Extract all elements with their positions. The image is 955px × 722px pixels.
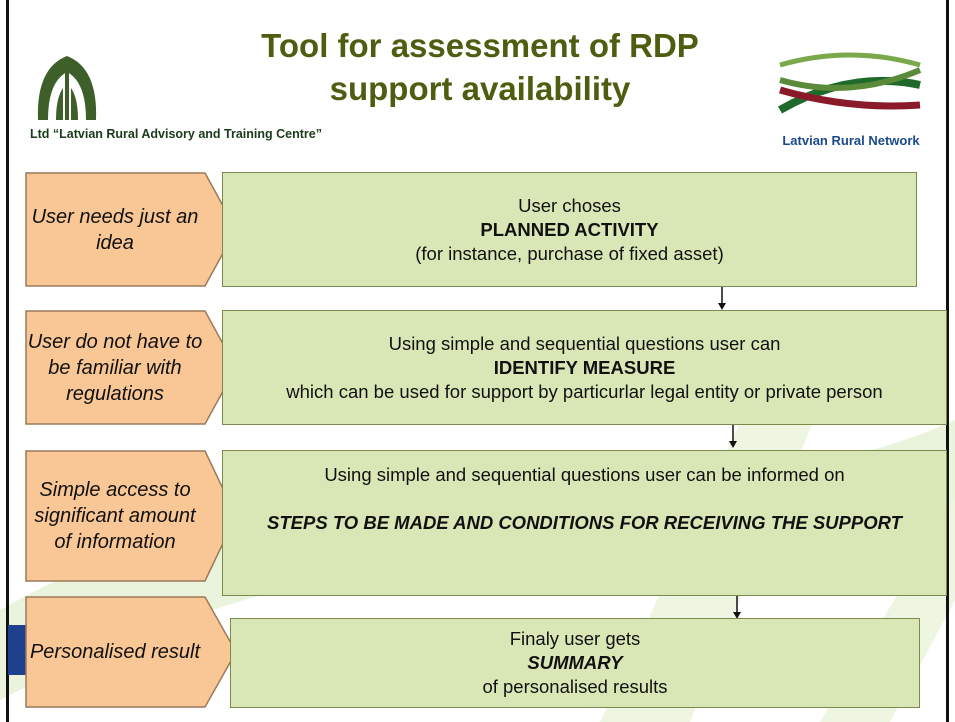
page-title: Tool for assessment of RDP support avail… <box>230 24 730 110</box>
arrow-label: Personalised result <box>29 641 201 663</box>
latvian-rural-network-caption: Latvian Rural Network <box>782 133 920 148</box>
arrow-label: Simple access to significant amount of i… <box>34 479 196 553</box>
arrow-shape <box>25 172 237 287</box>
arrow-label: User do not have to be familiar with reg… <box>27 330 203 405</box>
step-line: Finaly user gets <box>509 628 641 649</box>
advisory-centre-caption: Ltd “Latvian Rural Advisory and Training… <box>30 127 322 141</box>
step-box-steps-conditions: Using simple and sequential questions us… <box>222 450 947 596</box>
step-heading: STEPS TO BE MADE AND CONDITIONS FOR RECE… <box>267 512 902 533</box>
slide-border-right <box>946 0 949 722</box>
step-line: of personalised results <box>482 676 668 697</box>
step-box-summary: Finaly user gets SUMMARY of personalised… <box>230 618 920 708</box>
arrow-familiar-regulations: User do not have to be familiar with reg… <box>25 310 237 425</box>
title-line-1: Tool for assessment of RDP <box>261 27 699 64</box>
title-line-2: support availability <box>329 70 631 107</box>
step-heading: PLANNED ACTIVITY <box>480 218 659 240</box>
arrow-user-needs-idea: User needs just an idea <box>25 172 237 287</box>
step-line: User choses <box>518 194 621 216</box>
step-heading: IDENTIFY MEASURE <box>493 356 676 378</box>
slide-border-left <box>6 0 9 722</box>
arrow-personalised-result: Personalised result <box>25 596 237 708</box>
connector-arrow-1 <box>718 287 726 310</box>
step-line: Using simple and sequential questions us… <box>388 332 781 354</box>
blue-accent-strip <box>8 625 30 675</box>
connector-arrow-2 <box>729 425 737 448</box>
arrow-shape <box>25 596 237 708</box>
arrow-shape <box>25 310 237 425</box>
latvian-rural-network-logo-icon <box>778 52 922 114</box>
step-line: Using simple and sequential questions us… <box>324 464 845 485</box>
step-box-planned-activity: User choses PLANNED ACTIVITY (for instan… <box>222 172 917 287</box>
arrow-simple-access: Simple access to significant amount of i… <box>25 450 237 582</box>
advisory-centre-logo-icon <box>37 56 97 120</box>
step-line: which can be used for support by particu… <box>286 380 883 402</box>
arrow-shape <box>25 450 237 582</box>
step-line: (for instance, purchase of fixed asset) <box>415 242 724 264</box>
step-heading: SUMMARY <box>527 652 623 673</box>
step-box-identify-measure: Using simple and sequential questions us… <box>222 310 947 425</box>
connector-arrow-3 <box>733 596 741 619</box>
arrow-label: User needs just an idea <box>31 205 199 254</box>
